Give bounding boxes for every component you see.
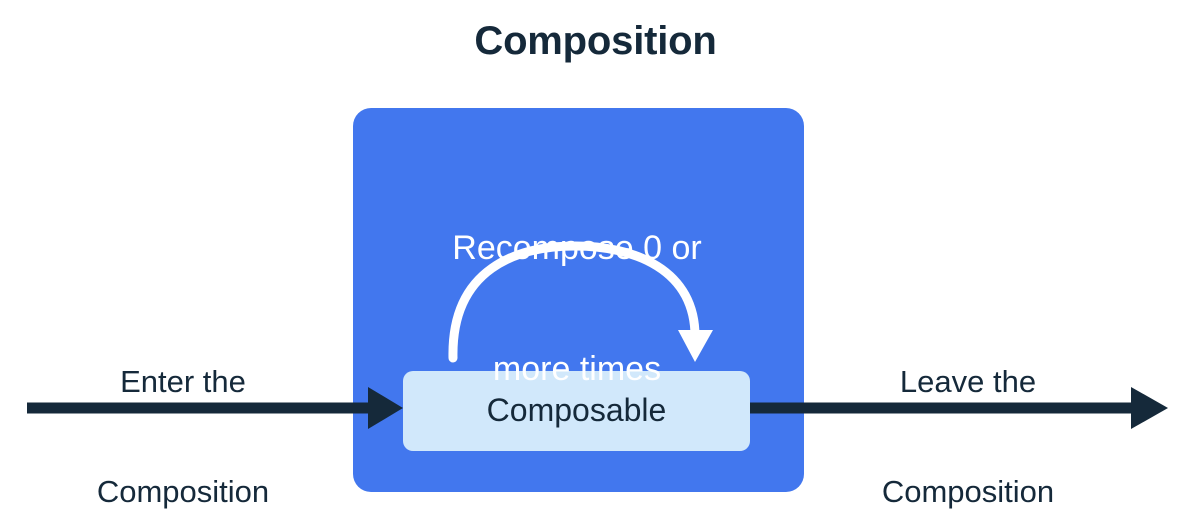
recompose-label-line-2: more times	[492, 349, 662, 388]
recompose-label-line-1: Recompose 0 or	[452, 229, 702, 268]
entry-arrow-label: Enter the Composition	[53, 291, 313, 512]
exit-arrow-label-line-2: Composition	[881, 473, 1055, 509]
recompose-label: Recompose 0 or more times	[377, 148, 777, 469]
exit-arrow-label-line-1: Leave the	[899, 364, 1037, 400]
exit-arrow-label: Leave the Composition	[838, 291, 1098, 512]
recompose-loop-arrow-icon	[448, 241, 713, 363]
entry-arrow-label-line-2: Composition	[96, 473, 270, 509]
composable-box	[403, 371, 750, 451]
exit-arrow-icon	[750, 387, 1168, 429]
page-title: Composition	[474, 19, 717, 63]
entry-arrow-icon	[27, 387, 403, 429]
entry-arrow-label-line-1: Enter the	[120, 364, 246, 400]
composable-label: Composable	[486, 392, 667, 428]
